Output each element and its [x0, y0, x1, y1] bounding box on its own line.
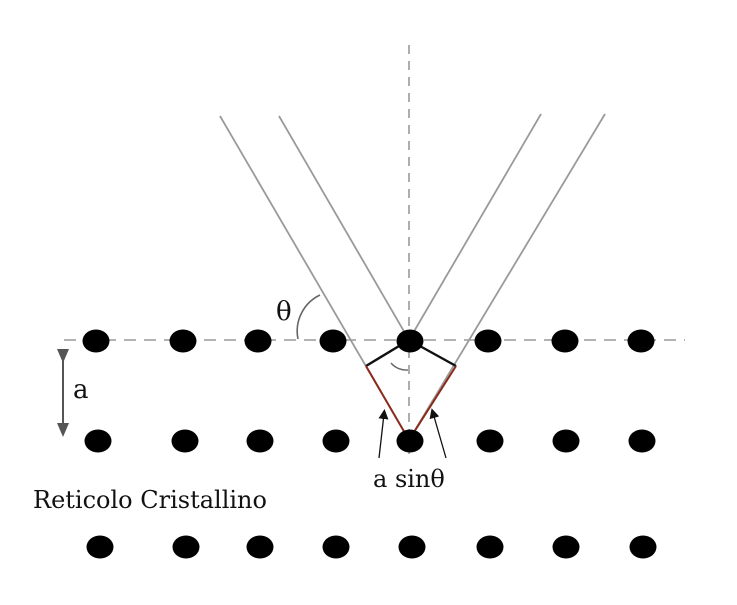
lattice-atom-r1-c1 [82, 329, 110, 353]
lattice-atom-r1-c8 [627, 329, 655, 353]
lattice-caption: Reticolo Cristallino [33, 486, 267, 514]
lattice-atom-r3-c7 [552, 535, 580, 559]
lattice-atom-r3-c4 [322, 535, 350, 559]
lattice-atom-r1-c5 [396, 329, 424, 353]
path-difference-right [408, 365, 457, 441]
lattice-atom-r3-c8 [629, 535, 657, 559]
lattice-atom-r2-c6 [476, 429, 504, 453]
lattice-atom-r1-c7 [551, 329, 579, 353]
lattice-atom-r1-c6 [474, 329, 502, 353]
lattice-atom-r1-c3 [244, 329, 272, 353]
lattice-atom-r3-c1 [86, 535, 114, 559]
lattice-atom-r1-c2 [169, 329, 197, 353]
lattice-atom-r2-c2 [171, 429, 199, 453]
lattice-atom-r2-c4 [322, 429, 350, 453]
path-difference-left [365, 365, 410, 441]
lattice-atom-r3-c3 [246, 535, 274, 559]
lattice-atom-r3-c2 [172, 535, 200, 559]
theta-angle-arc [296, 294, 321, 340]
path-pointer-arrow-left [378, 409, 389, 459]
reflected-ray-outer [408, 113, 606, 441]
path-pointer-arrow-right [429, 408, 447, 459]
crystal-lattice-atoms [82, 329, 657, 559]
theta-label: θ [276, 297, 292, 327]
incident-ray-inner [278, 115, 410, 341]
lattice-atom-r3-c6 [476, 535, 504, 559]
reflected-ray-inner [408, 113, 542, 341]
lattice-atom-r3-c5 [398, 535, 426, 559]
lattice-atom-r2-c5 [396, 429, 424, 453]
spacing-label: a [73, 375, 89, 405]
inner-angle-arc [390, 362, 409, 371]
path-difference-label: a sinθ [373, 465, 445, 493]
lattice-atom-r2-c7 [552, 429, 580, 453]
lattice-atom-r2-c1 [84, 429, 112, 453]
lattice-atom-r2-c3 [246, 429, 274, 453]
lattice-atom-r1-c4 [319, 329, 347, 353]
lattice-atom-r2-c8 [628, 429, 656, 453]
